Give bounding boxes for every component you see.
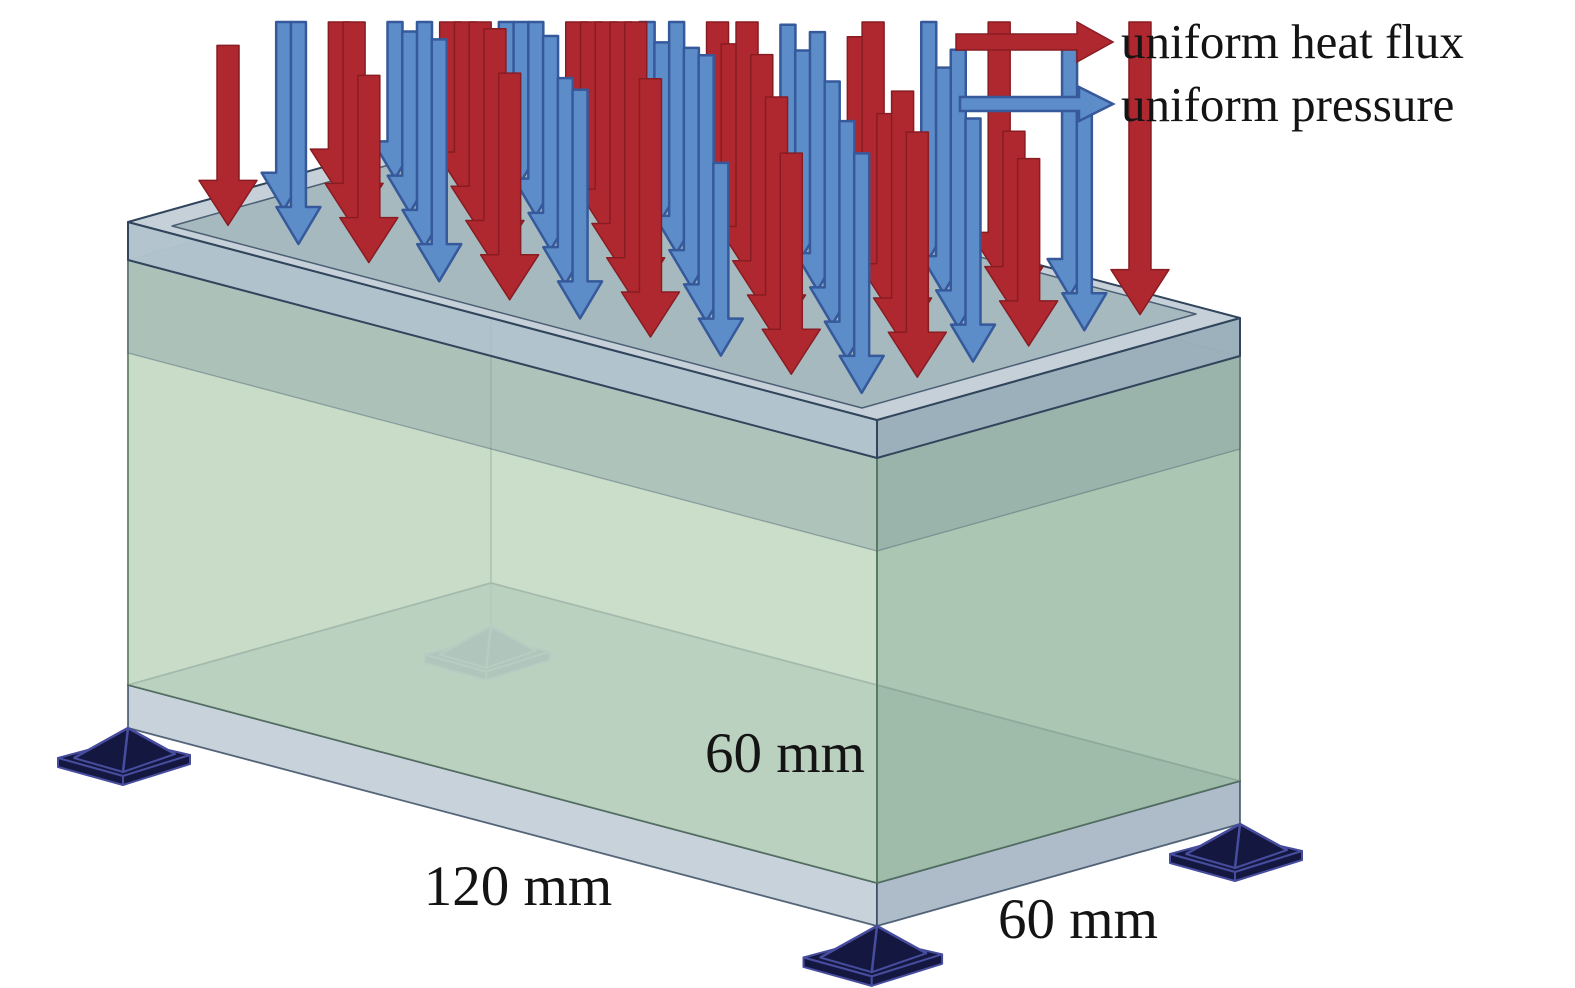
support-rib: [121, 727, 130, 773]
load-arrows-layer: [198, 20, 1170, 395]
width-dimension-label: 60 mm: [998, 888, 1158, 951]
heat-flux-arrow: [998, 157, 1059, 347]
fixed-support: [802, 924, 944, 987]
support-rib: [819, 924, 878, 959]
heat-flux-arrow: [479, 72, 540, 301]
heat-flux-legend-arrow-icon: [955, 20, 1115, 64]
pressure-arrow: [415, 38, 463, 283]
pressure-arrow: [838, 152, 885, 395]
lattice-core-block: [127, 259, 1241, 884]
legend: uniform heat flux uniform pressure: [955, 14, 1464, 132]
pressure-arrow: [949, 117, 997, 363]
heat-flux-arrow: [198, 44, 258, 227]
legend-label-pressure: uniform pressure: [1121, 77, 1454, 132]
heat-flux-arrow: [887, 131, 948, 378]
pressure-legend-arrow-icon: [958, 84, 1116, 124]
fixed-support: [1169, 822, 1303, 882]
support-base-plate-side-right: [1234, 850, 1303, 882]
support-rib: [127, 726, 176, 756]
support-rib: [73, 726, 129, 760]
length-dimension-label: 120 mm: [424, 855, 612, 918]
support-rib: [870, 925, 879, 973]
heat-flux-arrow: [339, 74, 399, 264]
support-rib: [1239, 822, 1288, 852]
pressure-arrow: [697, 161, 745, 357]
heat-flux-arrow: [620, 78, 681, 338]
support-base-plate-side-right: [122, 754, 191, 786]
heat-flux-arrow: [761, 152, 822, 375]
support-rib: [1185, 822, 1241, 856]
support-rib: [1233, 823, 1242, 869]
support-rib: [876, 924, 927, 955]
pressure-arrow: [275, 20, 322, 246]
fixed-support: [57, 726, 191, 786]
support-base-plate-side-right: [870, 953, 944, 987]
pressure-arrow: [556, 88, 604, 320]
height-dimension-label: 60 mm: [705, 722, 865, 785]
heat-flux-arrow: [1110, 21, 1170, 316]
fixed-supports-layer: [57, 726, 1303, 987]
legend-label-heat-flux: uniform heat flux: [1121, 14, 1464, 69]
